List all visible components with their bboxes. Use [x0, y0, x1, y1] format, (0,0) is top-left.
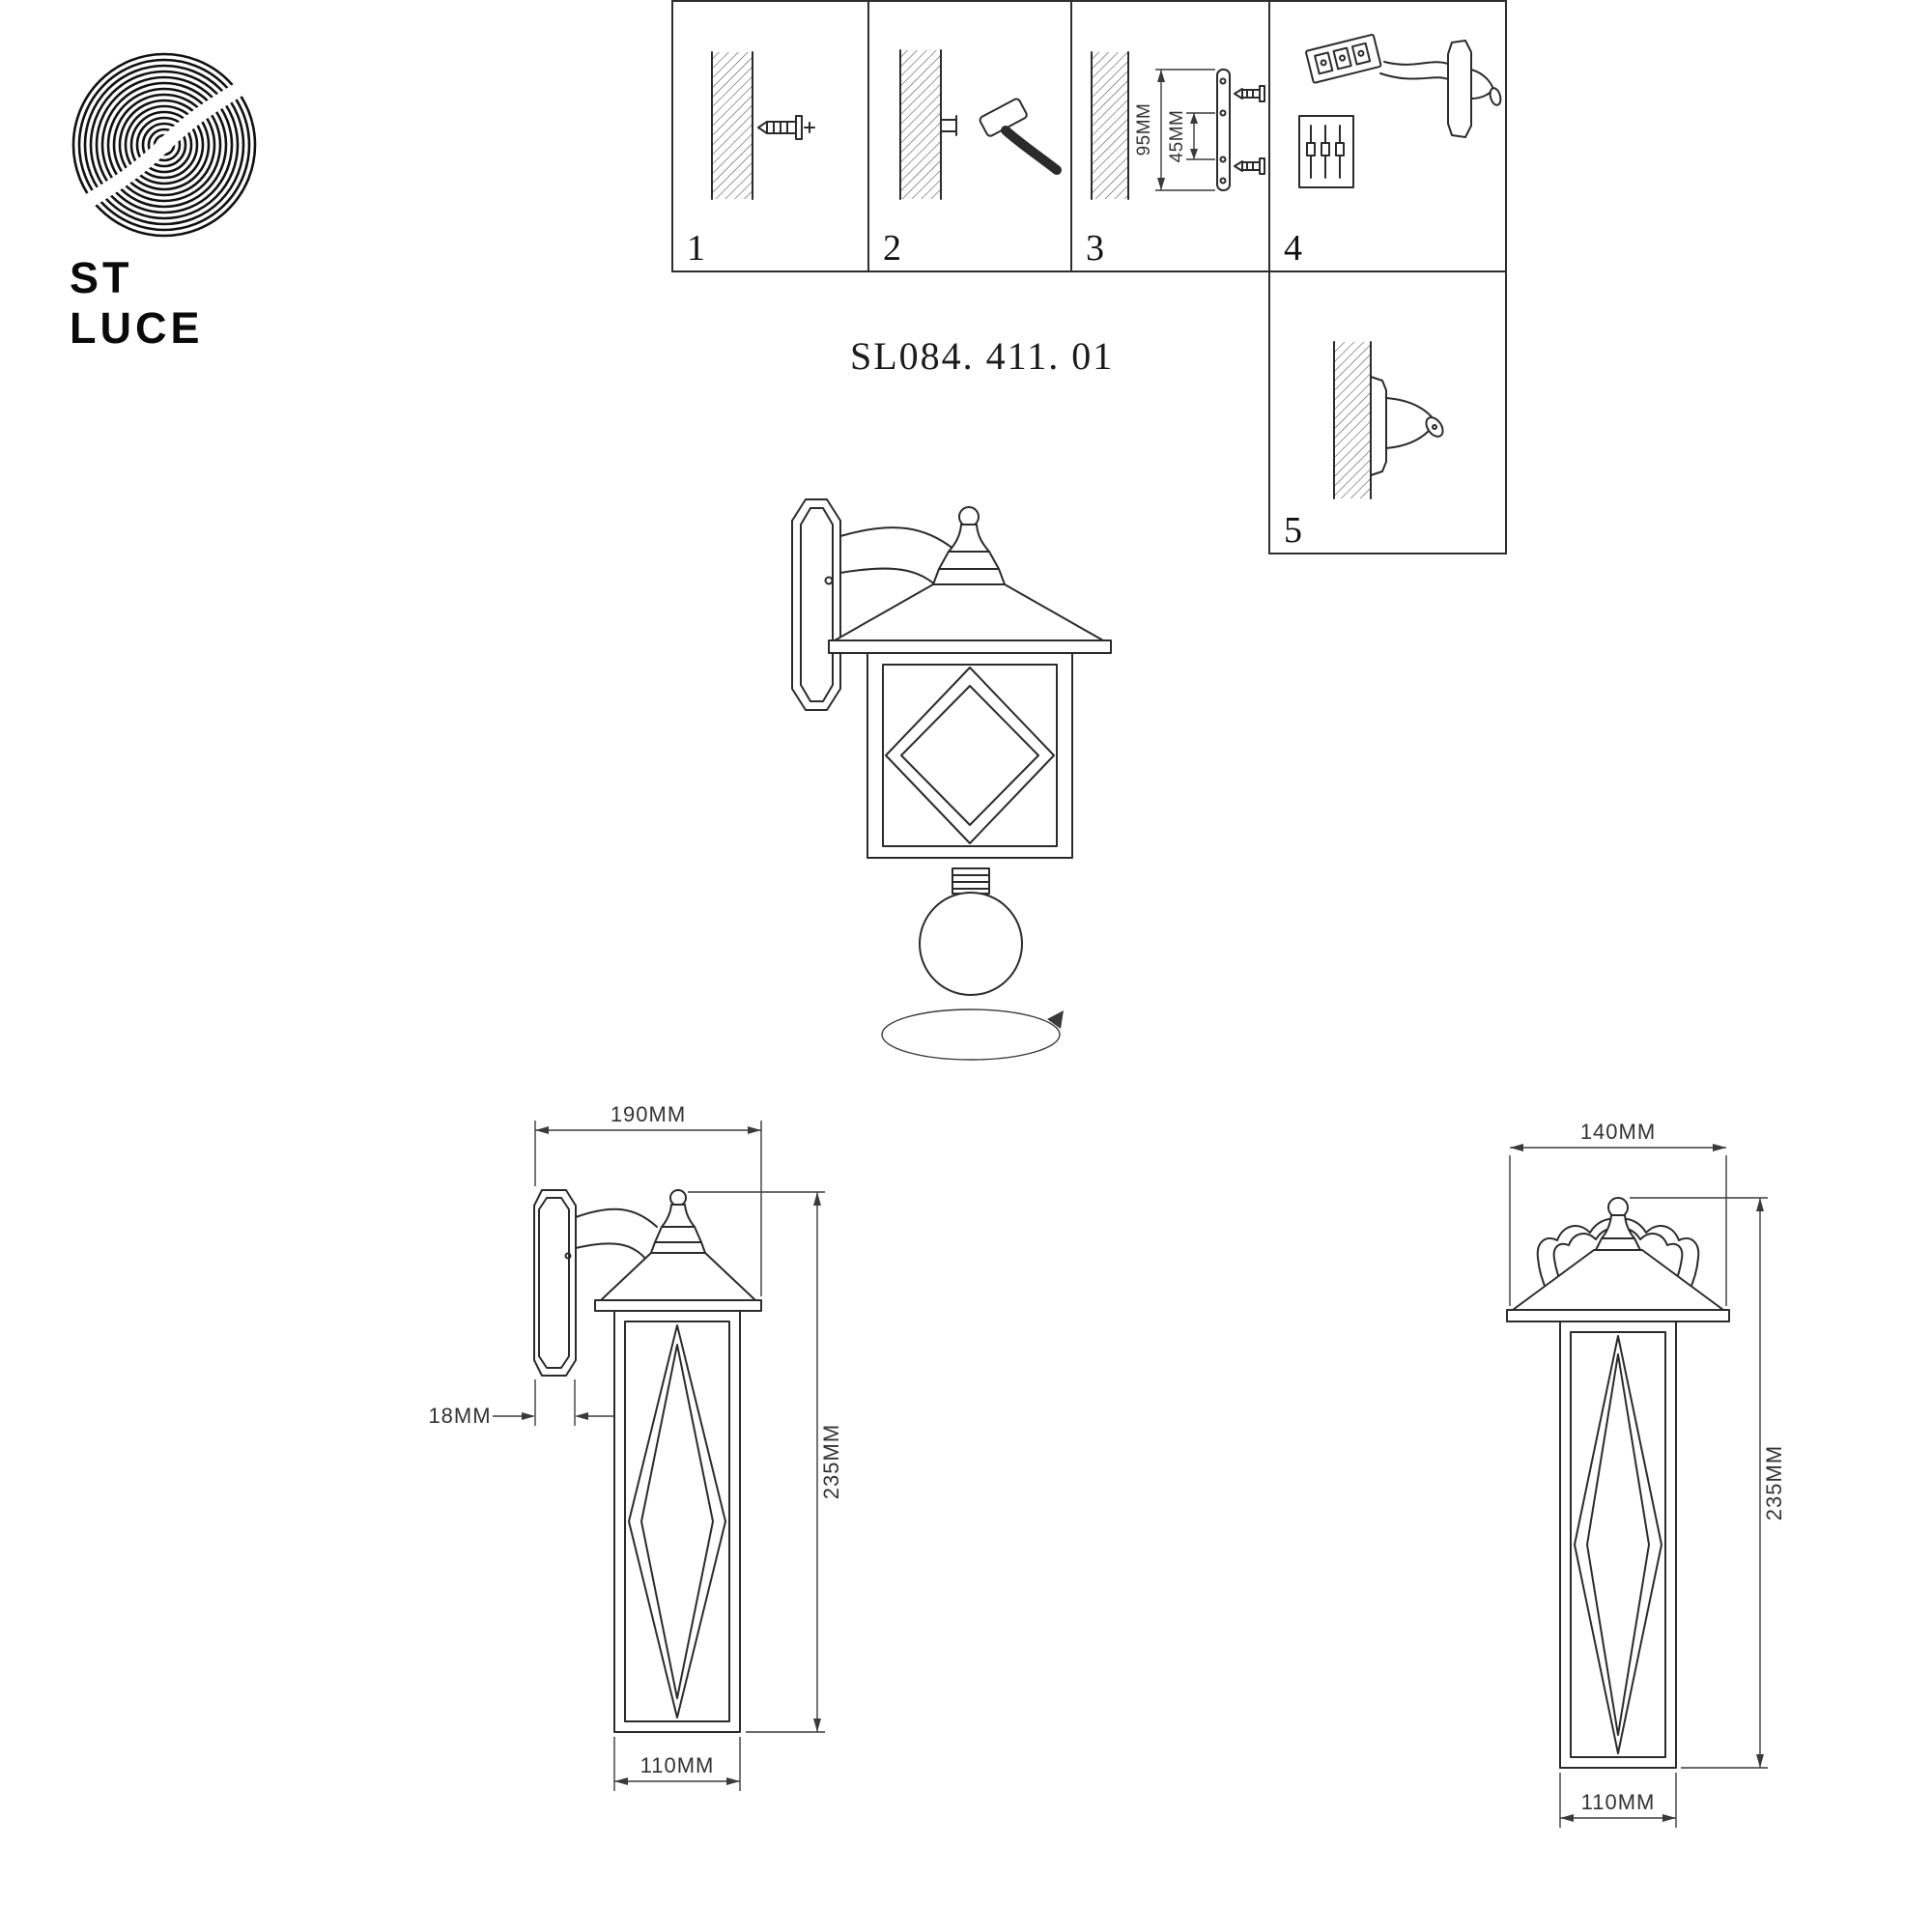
dim-label-110mm-side: 110MM: [640, 1753, 715, 1777]
side-view-dimension-drawing: 190MM 235MM 18MM: [415, 1101, 869, 1864]
step-number: 5: [1284, 510, 1302, 551]
wires: [1379, 61, 1449, 80]
step-panel-3: 95MM 45MM 3: [1070, 0, 1270, 272]
terminal-block-icon: [1305, 34, 1382, 84]
step-panel-1: 1: [671, 0, 869, 272]
wall-hatch: [1333, 341, 1372, 499]
dim-label-190mm: 190MM: [611, 1102, 686, 1126]
dim-label-45mm: 45MM: [1167, 110, 1187, 163]
step5-drawing: [1333, 341, 1444, 499]
step-panel-2: 2: [867, 0, 1072, 272]
dim-label-18mm: 18MM: [428, 1404, 491, 1428]
main-lamp-drawing: [763, 478, 1179, 1101]
step-number: 3: [1086, 228, 1104, 269]
screw-icon: [1234, 157, 1265, 175]
dimension-110mm-side: 110MM: [613, 1737, 741, 1791]
dimension-235mm-front: 235MM: [1630, 1197, 1786, 1769]
step3-drawing: 95MM 45MM: [1091, 51, 1265, 200]
lamp-arm: [575, 1208, 658, 1266]
dimension-140mm: 140MM: [1509, 1120, 1727, 1306]
light-bulb-icon: [919, 867, 1023, 996]
wall-plate: [533, 1189, 577, 1377]
mounted-bracket-icon: [1370, 376, 1444, 476]
step-number: 1: [687, 228, 705, 269]
wall-hatch: [711, 51, 753, 200]
step-number: 2: [883, 228, 901, 269]
step-number: 4: [1284, 228, 1302, 269]
wall-plate: [791, 498, 841, 711]
dimension-95mm: 95MM: [1134, 69, 1215, 191]
dim-label-235mm-front: 235MM: [1762, 1445, 1786, 1520]
lantern-roof: [594, 1252, 762, 1312]
lantern-body: [867, 652, 1073, 859]
step4-drawing: [1298, 34, 1502, 188]
mounting-strap: [1216, 69, 1231, 191]
wall-plug-icon: [940, 115, 957, 136]
dimension-18mm: 18MM: [428, 1379, 613, 1428]
lantern-body: [613, 1310, 741, 1733]
wall-hatch: [899, 49, 942, 200]
wall-hatch: [1091, 51, 1129, 200]
wall-bracket-icon: [1447, 40, 1502, 138]
dimension-190mm: 190MM: [534, 1102, 762, 1296]
dimension-45mm: 45MM: [1167, 110, 1215, 163]
model-number: SL084. 411. 01: [850, 334, 1115, 378]
step1-drawing: [711, 51, 815, 200]
brand-name: ST LUCE: [70, 253, 204, 353]
hammer-icon: [979, 98, 1062, 175]
lamp-finial: [1595, 1197, 1641, 1251]
wiring-legend-box: [1298, 115, 1354, 188]
rotation-arrow-icon: [881, 1009, 1064, 1061]
dim-label-95mm: 95MM: [1134, 103, 1154, 156]
dim-label-235mm-side: 235MM: [819, 1424, 843, 1499]
lamp-finial: [650, 1189, 706, 1254]
brand-logo: [68, 48, 270, 290]
dimension-235mm-side: 235MM: [688, 1191, 843, 1733]
wall-plug-icon: [757, 115, 815, 140]
dim-label-110mm-front: 110MM: [1581, 1790, 1656, 1814]
lantern-roof: [828, 583, 1112, 654]
step-panel-5: 5: [1268, 270, 1507, 554]
step-panel-4: 4: [1268, 0, 1507, 272]
stluce-spiral-logo-icon: [68, 52, 266, 238]
front-view-dimension-drawing: 140MM 235MM 110MM: [1478, 1101, 1806, 1874]
screw-icon: [1234, 85, 1265, 102]
step2-drawing: [899, 49, 1062, 200]
lantern-body: [1559, 1321, 1677, 1769]
dimension-110mm-front: 110MM: [1559, 1773, 1677, 1828]
lamp-finial: [932, 506, 1006, 585]
dim-label-140mm: 140MM: [1580, 1120, 1656, 1144]
